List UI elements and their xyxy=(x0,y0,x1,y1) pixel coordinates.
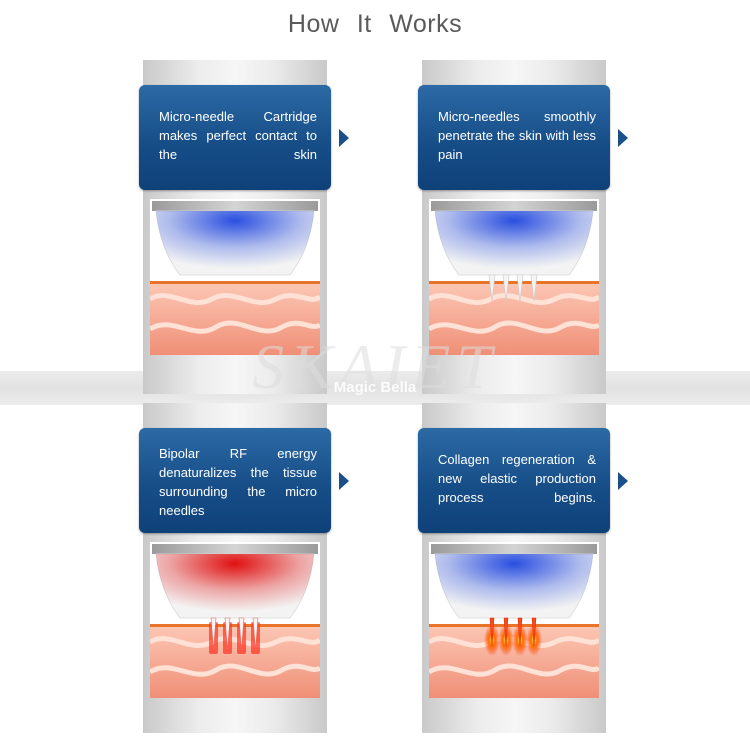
horizontal-band xyxy=(0,371,750,405)
step-2-arrow-icon xyxy=(618,129,628,147)
step-4-illustration xyxy=(429,542,599,698)
step-2-illustration xyxy=(429,199,599,355)
step-1-text: Micro-needle Cartridge makes perfect con… xyxy=(159,109,317,162)
step-4-text: Collagen regeneration & new elastic prod… xyxy=(438,452,596,505)
step-2-text: Micro-needles smoothly penetrate the ski… xyxy=(438,109,596,162)
step-3-text: Bipolar RF energy denaturalizes the tiss… xyxy=(159,446,317,518)
page-title: How It Works xyxy=(287,10,463,38)
step-4-card: Collagen regeneration & new elastic prod… xyxy=(418,428,610,533)
step-4-arrow-icon xyxy=(618,472,628,490)
step-2-card: Micro-needles smoothly penetrate the ski… xyxy=(418,85,610,190)
step-3-illustration xyxy=(150,542,320,698)
step-1-illustration xyxy=(150,199,320,355)
step-3-arrow-icon xyxy=(339,472,349,490)
step-1-arrow-icon xyxy=(339,129,349,147)
step-3-card: Bipolar RF energy denaturalizes the tiss… xyxy=(139,428,331,533)
step-1-card: Micro-needle Cartridge makes perfect con… xyxy=(139,85,331,190)
